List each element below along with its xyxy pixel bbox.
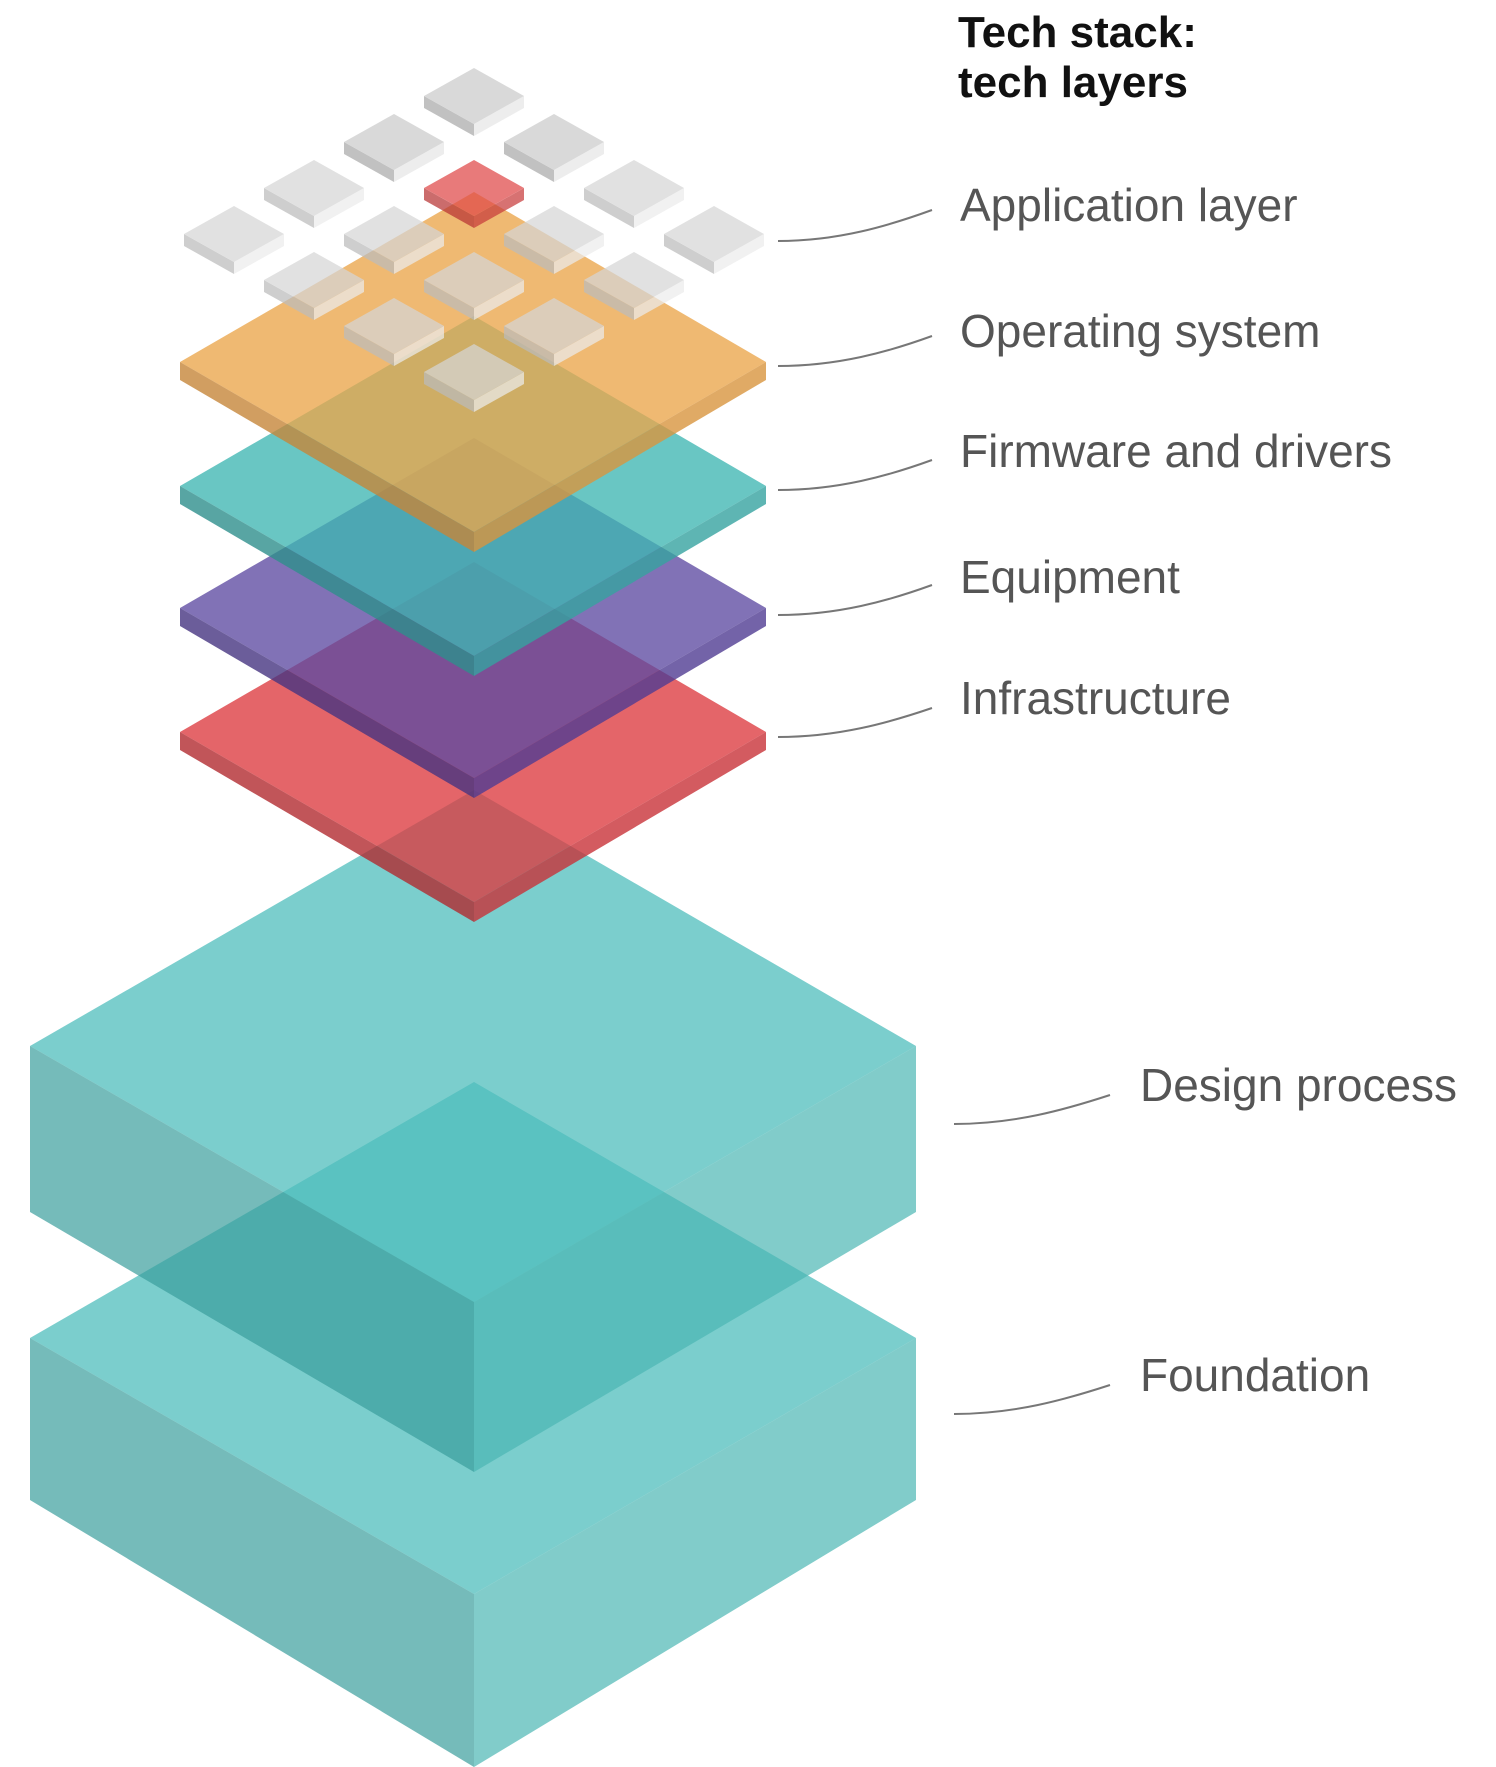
tile-right-face <box>474 188 524 228</box>
tile-top <box>264 160 364 216</box>
label-operating-system: Operating system <box>960 305 1321 357</box>
tile-top <box>504 114 604 170</box>
tile-left-face <box>264 280 314 320</box>
tile-top <box>344 298 444 354</box>
tile-left-face <box>424 280 474 320</box>
application-tile <box>344 206 444 274</box>
application-tile <box>344 298 444 366</box>
label-infrastructure: Infrastructure <box>960 672 1231 724</box>
tile-left-face <box>424 188 474 228</box>
tile-top <box>424 160 524 216</box>
application-tile <box>584 160 684 228</box>
tile-left-face <box>424 372 474 412</box>
tile-right-face <box>474 96 524 136</box>
tile-right-face <box>554 234 604 274</box>
infrastructure-right-edge <box>474 732 766 922</box>
equipment-right-edge <box>474 608 766 798</box>
infrastructure-left-edge <box>180 732 474 922</box>
application-tile <box>264 160 364 228</box>
label-application-layer: Application layer <box>960 179 1298 231</box>
firmware-right-edge <box>474 486 766 676</box>
application-tile <box>184 206 284 274</box>
tile-right-face <box>554 142 604 182</box>
design-process-top <box>30 790 916 1302</box>
tile-left-face <box>664 234 714 274</box>
leader-lines <box>777 209 1111 1415</box>
leader-line-operating-system <box>777 335 933 367</box>
tile-top <box>424 68 524 124</box>
foundation-right-face <box>474 1338 916 1767</box>
application-tile <box>584 252 684 320</box>
tile-right-face <box>314 188 364 228</box>
foundation-left-face <box>30 1338 474 1767</box>
operating-system-left-edge <box>180 362 474 552</box>
tile-right-face <box>634 188 684 228</box>
tile-left-face <box>584 280 634 320</box>
tile-top <box>424 344 524 400</box>
tile-left-face <box>344 142 394 182</box>
tile-right-face <box>634 280 684 320</box>
tile-top <box>184 206 284 262</box>
tile-left-face <box>504 234 554 274</box>
tile-top <box>344 206 444 262</box>
tile-left-face <box>584 188 634 228</box>
application-tile <box>424 68 524 136</box>
tile-top <box>584 252 684 308</box>
application-tile <box>424 344 524 412</box>
tile-right-face <box>554 326 604 366</box>
application-tile <box>344 114 444 182</box>
design-process-block <box>30 790 916 1472</box>
diagram-title: Tech stack: tech layers <box>958 8 1418 108</box>
tile-right-face <box>474 280 524 320</box>
tile-top <box>664 206 764 262</box>
application-tile-highlighted <box>424 160 524 228</box>
tile-top <box>344 114 444 170</box>
tile-left-face <box>184 234 234 274</box>
tile-right-face <box>314 280 364 320</box>
tile-right-face <box>394 326 444 366</box>
tile-right-face <box>714 234 764 274</box>
design-process-left-face <box>30 1046 474 1472</box>
tile-top <box>504 298 604 354</box>
leader-line-equipment <box>777 584 933 616</box>
leader-line-firmware <box>777 459 933 491</box>
label-equipment: Equipment <box>960 551 1180 603</box>
application-tiles <box>184 68 764 412</box>
tile-left-face <box>424 96 474 136</box>
label-foundation: Foundation <box>1140 1349 1371 1401</box>
tile-left-face <box>504 142 554 182</box>
tile-right-face <box>394 234 444 274</box>
firmware-left-edge <box>180 486 474 676</box>
application-tile <box>264 252 364 320</box>
leader-line-application <box>777 209 933 242</box>
application-tile <box>504 298 604 366</box>
tile-right-face <box>474 372 524 412</box>
leader-line-foundation <box>953 1384 1111 1415</box>
tile-top <box>584 160 684 216</box>
title-line-1: Tech stack: <box>958 8 1197 57</box>
application-tile <box>504 114 604 182</box>
application-tile <box>424 252 524 320</box>
tile-top <box>264 252 364 308</box>
title-line-2: tech layers <box>958 58 1188 107</box>
application-tile <box>504 206 604 274</box>
label-design-process: Design process <box>1140 1059 1458 1111</box>
tile-left-face <box>504 326 554 366</box>
leader-line-infrastructure <box>777 707 933 738</box>
tile-right-face <box>234 234 284 274</box>
tile-top <box>424 252 524 308</box>
tile-left-face <box>264 188 314 228</box>
tile-left-face <box>344 326 394 366</box>
leader-line-design-process <box>953 1094 1111 1125</box>
design-process-right-face <box>474 1046 916 1472</box>
tile-right-face <box>394 142 444 182</box>
operating-system-right-edge <box>474 362 766 552</box>
tile-top <box>504 206 604 262</box>
application-tile <box>664 206 764 274</box>
label-firmware-and-drivers: Firmware and drivers <box>960 425 1392 477</box>
equipment-left-edge <box>180 608 474 798</box>
tile-left-face <box>344 234 394 274</box>
